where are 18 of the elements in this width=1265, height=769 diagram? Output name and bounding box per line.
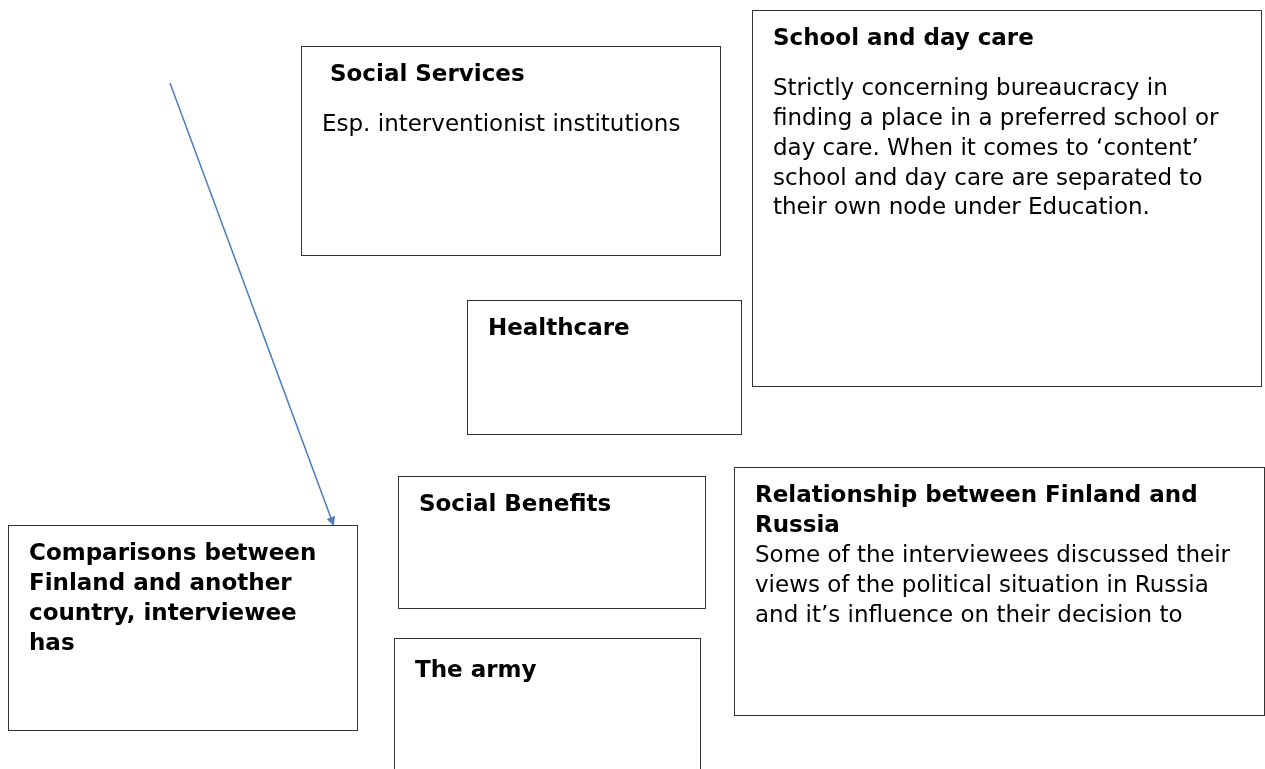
topic-box [8, 525, 358, 731]
topic-description: Esp. interventionist institutions [322, 108, 682, 138]
topic-box [752, 10, 1262, 387]
topic-heading: Healthcare [488, 313, 631, 342]
topic-heading: Social Services [329, 59, 526, 88]
topic-box [394, 638, 701, 769]
topic-box [734, 467, 1265, 716]
topic-box [467, 300, 742, 435]
topic-description: Some of the interviewees discussed their views of the political situation in Russia and it’s influence on their decision to [755, 539, 1232, 629]
topic-heading: The army [415, 655, 538, 684]
topic-box [301, 46, 721, 256]
topic-heading: Comparisons between Finland and another country, interviewee has [29, 538, 318, 657]
topic-heading: School and day care [773, 23, 1035, 52]
arrow [169, 82, 335, 526]
topic-heading: Relationship between Finland and Russia [755, 480, 1199, 539]
topic-description: Strictly concerning bureaucracy in finding a place in a preferred school or day care. When it comes to ‘content’ school and day care are separated to their own node under Education. [773, 72, 1220, 222]
topic-box [398, 476, 706, 609]
topic-heading: Social Benefits [419, 489, 613, 518]
